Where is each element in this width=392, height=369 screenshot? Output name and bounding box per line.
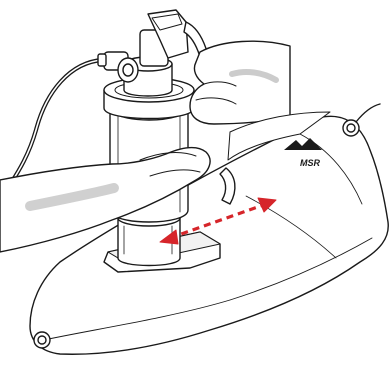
water-bag-fold-2 bbox=[299, 133, 363, 205]
hose-inner bbox=[7, 59, 104, 189]
water-bag bbox=[29, 115, 389, 355]
water-bag-fold-3 bbox=[245, 195, 337, 259]
upper-hand bbox=[189, 40, 291, 125]
msr-logo-icon: MSR bbox=[284, 138, 322, 168]
forearm bbox=[227, 111, 331, 161]
double-arrow-icon bbox=[159, 197, 277, 245]
pump-head bbox=[97, 9, 189, 97]
brand-label: MSR bbox=[300, 158, 321, 168]
grommet-top bbox=[342, 103, 381, 137]
latch-clip bbox=[219, 167, 236, 205]
grommet-bottom bbox=[33, 331, 51, 349]
water-bag-fold bbox=[43, 237, 373, 341]
